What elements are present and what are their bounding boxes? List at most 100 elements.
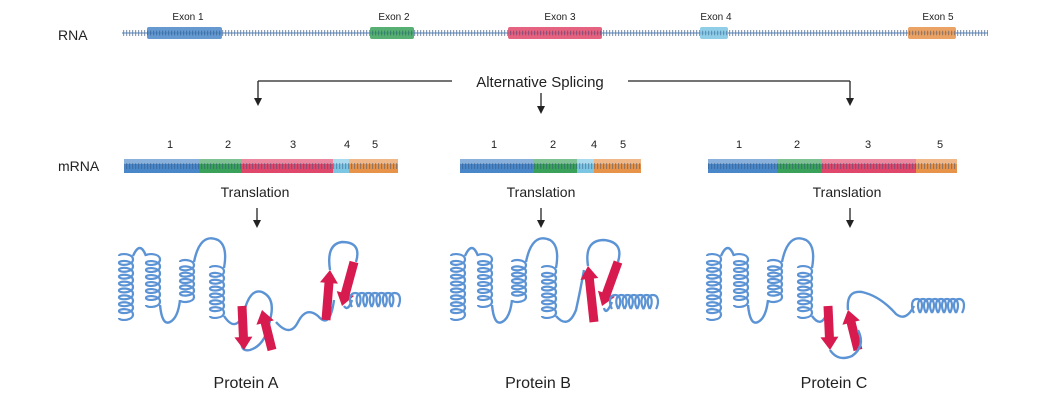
protein-b-label: Protein B: [505, 375, 571, 392]
arrowhead-icon: [846, 220, 854, 228]
protein-loop: [846, 290, 916, 318]
mrna-exon-ticks: [349, 163, 398, 169]
protein-loop: [463, 246, 480, 257]
mrna-label: mRNA: [58, 158, 100, 174]
translation-label: Translation: [813, 184, 882, 200]
mrna-exon-highlight: [534, 159, 577, 164]
mrna-exon-ticks: [534, 163, 577, 169]
mrna-exon-highlight: [777, 159, 822, 164]
protein-loop: [746, 299, 770, 324]
mrna-exon-ticks: [333, 163, 349, 169]
rna-exon-ticks: [508, 31, 602, 35]
alpha-helix: [705, 252, 723, 322]
mrna-exon-ticks: [594, 163, 641, 169]
mrna-exon-number: 2: [225, 139, 231, 151]
alpha-helix: [178, 258, 196, 304]
rna-exon-5-label: Exon 5: [922, 12, 954, 23]
arrowhead-icon: [254, 98, 262, 106]
mrna-exon-highlight: [333, 159, 349, 164]
protein-loop: [719, 246, 736, 257]
mrna-exon-highlight: [124, 159, 199, 164]
mrna-exon-ticks: [460, 163, 534, 169]
alpha-helix: [540, 264, 558, 320]
mrna-exon-number: 2: [550, 139, 556, 151]
alpha-helix: [796, 264, 814, 320]
protein-loop: [586, 238, 621, 267]
mrna-exon-ticks: [916, 163, 957, 169]
beta-strand-arrow: [820, 305, 839, 350]
splicing-label: Alternative Splicing: [476, 74, 604, 91]
protein-a-structure: [117, 237, 402, 352]
alpha-helix: [476, 252, 494, 309]
beta-strand-arrow: [319, 270, 338, 321]
mrna-exon-number: 4: [591, 139, 597, 151]
mrna-exon-number: 5: [372, 139, 378, 151]
beta-strand-arrow: [580, 266, 599, 323]
beta-strand-arrow: [256, 310, 277, 352]
alpha-helix: [732, 252, 750, 309]
mrna-exon-number: 3: [865, 139, 871, 151]
protein-loop: [131, 246, 148, 257]
mrna-exon-number: 2: [794, 139, 800, 151]
arrowhead-icon: [537, 220, 545, 228]
protein-loop: [192, 237, 227, 269]
alpha-helix: [144, 252, 162, 309]
mrna-exon-number: 4: [344, 139, 350, 151]
protein-c-structure: [705, 237, 966, 360]
mrna-exon-number: 1: [491, 139, 497, 151]
mrna-exon-highlight: [708, 159, 777, 164]
isoform-b: 1 2 4 5 Translation Protein B: [449, 139, 660, 392]
beta-strand-arrow: [336, 260, 359, 306]
alpha-helix: [208, 264, 226, 320]
translation-label: Translation: [221, 184, 290, 200]
mrna-exon-number: 1: [167, 139, 173, 151]
beta-strand-arrow: [842, 310, 863, 352]
protein-loop: [780, 237, 815, 269]
splicing-connector: Alternative Splicing: [254, 74, 854, 114]
mrna-exon-highlight: [241, 159, 333, 164]
alpha-helix: [449, 252, 467, 322]
mrna-exon-highlight: [577, 159, 594, 164]
mrna-exon-highlight: [916, 159, 957, 164]
mrna-exon-highlight: [822, 159, 916, 164]
arrowhead-icon: [253, 220, 261, 228]
mrna-exon-ticks: [124, 163, 199, 169]
mrna-exon-ticks: [241, 163, 333, 169]
mrna-exon-number: 5: [937, 139, 943, 151]
protein-loop: [328, 240, 359, 271]
protein-loop: [158, 299, 182, 324]
mrna-exon-highlight: [199, 159, 241, 164]
beta-strand-arrow: [597, 260, 623, 306]
alpha-helix: [510, 258, 528, 304]
protein-a-label: Protein A: [214, 375, 279, 392]
translation-label: Translation: [507, 184, 576, 200]
protein-loop: [555, 269, 586, 323]
rna-label: RNA: [58, 27, 88, 43]
mrna-exon-ticks: [777, 163, 822, 169]
beta-strand-arrow: [234, 305, 253, 350]
protein-c-label: Protein C: [801, 375, 868, 392]
protein-loop: [524, 237, 559, 269]
mrna-exon-number: 5: [620, 139, 626, 151]
arrowhead-icon: [846, 98, 854, 106]
protein-loop: [829, 329, 863, 360]
rna-exon-ticks: [147, 31, 222, 35]
mrna-strand-b: 1 2 4 5: [460, 139, 641, 173]
alpha-helix: [348, 291, 402, 308]
alpha-helix: [608, 293, 660, 310]
rna-exon-ticks: [370, 31, 414, 35]
mrna-exon-number: 1: [736, 139, 742, 151]
mrna-exon-highlight: [460, 159, 534, 164]
isoform-c: 1 2 3 5 Translation Protein C: [705, 139, 966, 392]
protein-loop: [490, 299, 514, 324]
mrna-exon-ticks: [822, 163, 916, 169]
protein-loop: [343, 299, 354, 310]
alpha-helix: [117, 252, 135, 322]
rna-exon-4-label: Exon 4: [700, 12, 732, 23]
protein-b-structure: [449, 237, 660, 324]
rna-exon-1-label: Exon 1: [172, 12, 204, 23]
mrna-exon-ticks: [708, 163, 777, 169]
